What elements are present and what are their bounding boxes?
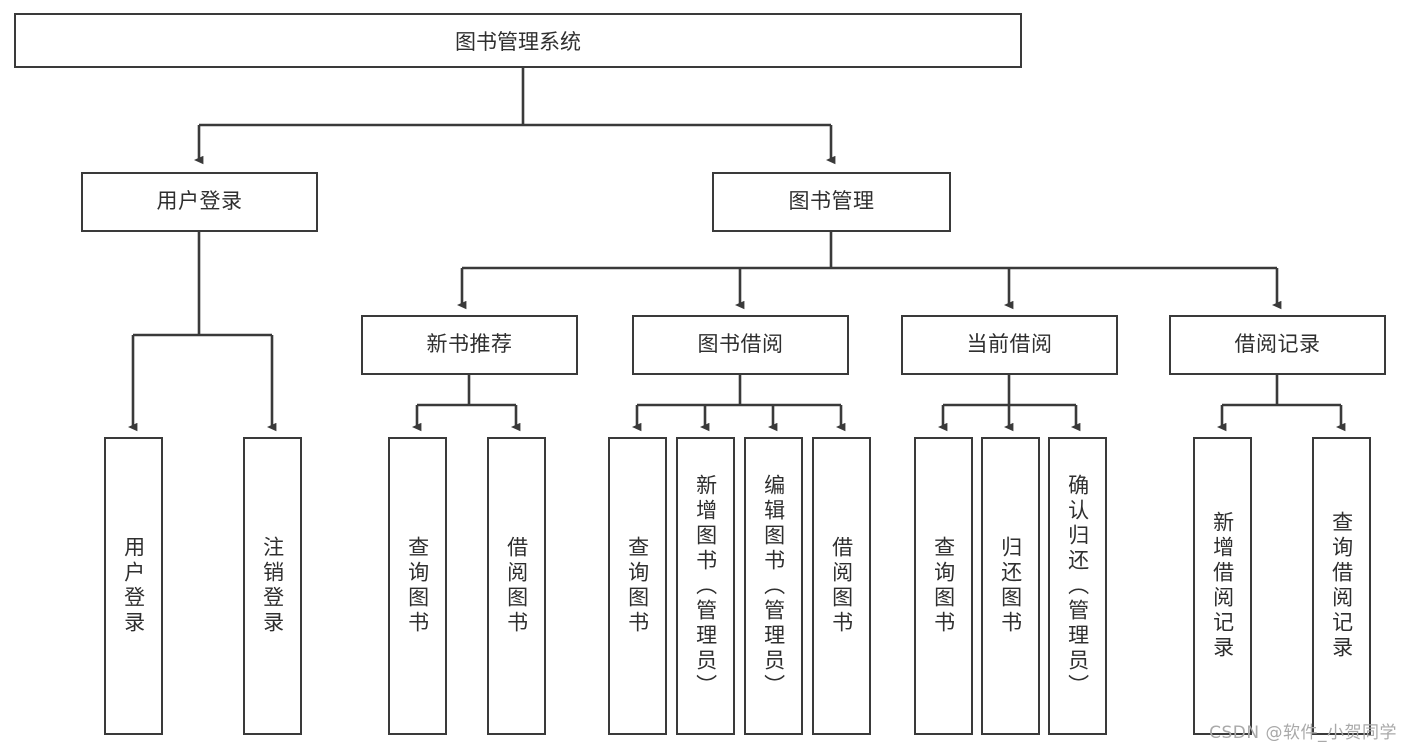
- node-label: 确认归还（管理员）: [1065, 473, 1090, 699]
- node-label: 借阅记录: [1234, 332, 1321, 357]
- node-label: 新增借阅记录: [1210, 511, 1235, 661]
- node-label: 借阅图书: [504, 536, 529, 636]
- leaf-return-book[interactable]: 归还图书: [981, 437, 1040, 735]
- leaf-user-login[interactable]: 用户登录: [104, 437, 163, 735]
- node-current-borrow[interactable]: 当前借阅: [901, 315, 1118, 375]
- leaf-edit-book-admin[interactable]: 编辑图书（管理员）: [744, 437, 803, 735]
- leaf-logout[interactable]: 注销登录: [243, 437, 302, 735]
- node-label: 用户登录: [156, 189, 243, 214]
- node-label: 查询图书: [625, 536, 650, 636]
- leaf-query-book-3[interactable]: 查询图书: [914, 437, 973, 735]
- node-book-borrow[interactable]: 图书借阅: [632, 315, 849, 375]
- node-label: 借阅图书: [829, 536, 854, 636]
- leaf-borrow-book-2[interactable]: 借阅图书: [812, 437, 871, 735]
- leaf-confirm-return-admin[interactable]: 确认归还（管理员）: [1048, 437, 1107, 735]
- node-book-management[interactable]: 图书管理: [712, 172, 951, 232]
- node-label: 查询图书: [931, 536, 956, 636]
- node-label: 新书推荐: [426, 332, 513, 357]
- node-label: 图书管理: [788, 189, 875, 214]
- leaf-add-book-admin[interactable]: 新增图书（管理员）: [676, 437, 735, 735]
- leaf-add-borrow-record[interactable]: 新增借阅记录: [1193, 437, 1252, 735]
- leaf-query-borrow-record[interactable]: 查询借阅记录: [1312, 437, 1371, 735]
- node-label: 注销登录: [260, 536, 285, 636]
- csdn-watermark: CSDN @软件_小贺同学: [1209, 723, 1397, 743]
- node-label: 归还图书: [998, 536, 1023, 636]
- node-label: 图书借阅: [697, 332, 784, 357]
- node-label: 查询图书: [405, 536, 430, 636]
- node-label: 新增图书（管理员）: [693, 473, 718, 699]
- node-label: 当前借阅: [966, 332, 1053, 357]
- leaf-query-book-1[interactable]: 查询图书: [388, 437, 447, 735]
- node-borrow-record[interactable]: 借阅记录: [1169, 315, 1386, 375]
- node-label: 查询借阅记录: [1329, 511, 1354, 661]
- leaf-query-book-2[interactable]: 查询图书: [608, 437, 667, 735]
- node-label: 图书管理系统: [455, 29, 581, 54]
- leaf-borrow-book-1[interactable]: 借阅图书: [487, 437, 546, 735]
- node-new-book-recommend[interactable]: 新书推荐: [361, 315, 578, 375]
- node-root-system[interactable]: 图书管理系统: [14, 13, 1022, 68]
- node-user-login[interactable]: 用户登录: [81, 172, 318, 232]
- node-label: 用户登录: [121, 536, 146, 636]
- node-label: 编辑图书（管理员）: [761, 473, 786, 699]
